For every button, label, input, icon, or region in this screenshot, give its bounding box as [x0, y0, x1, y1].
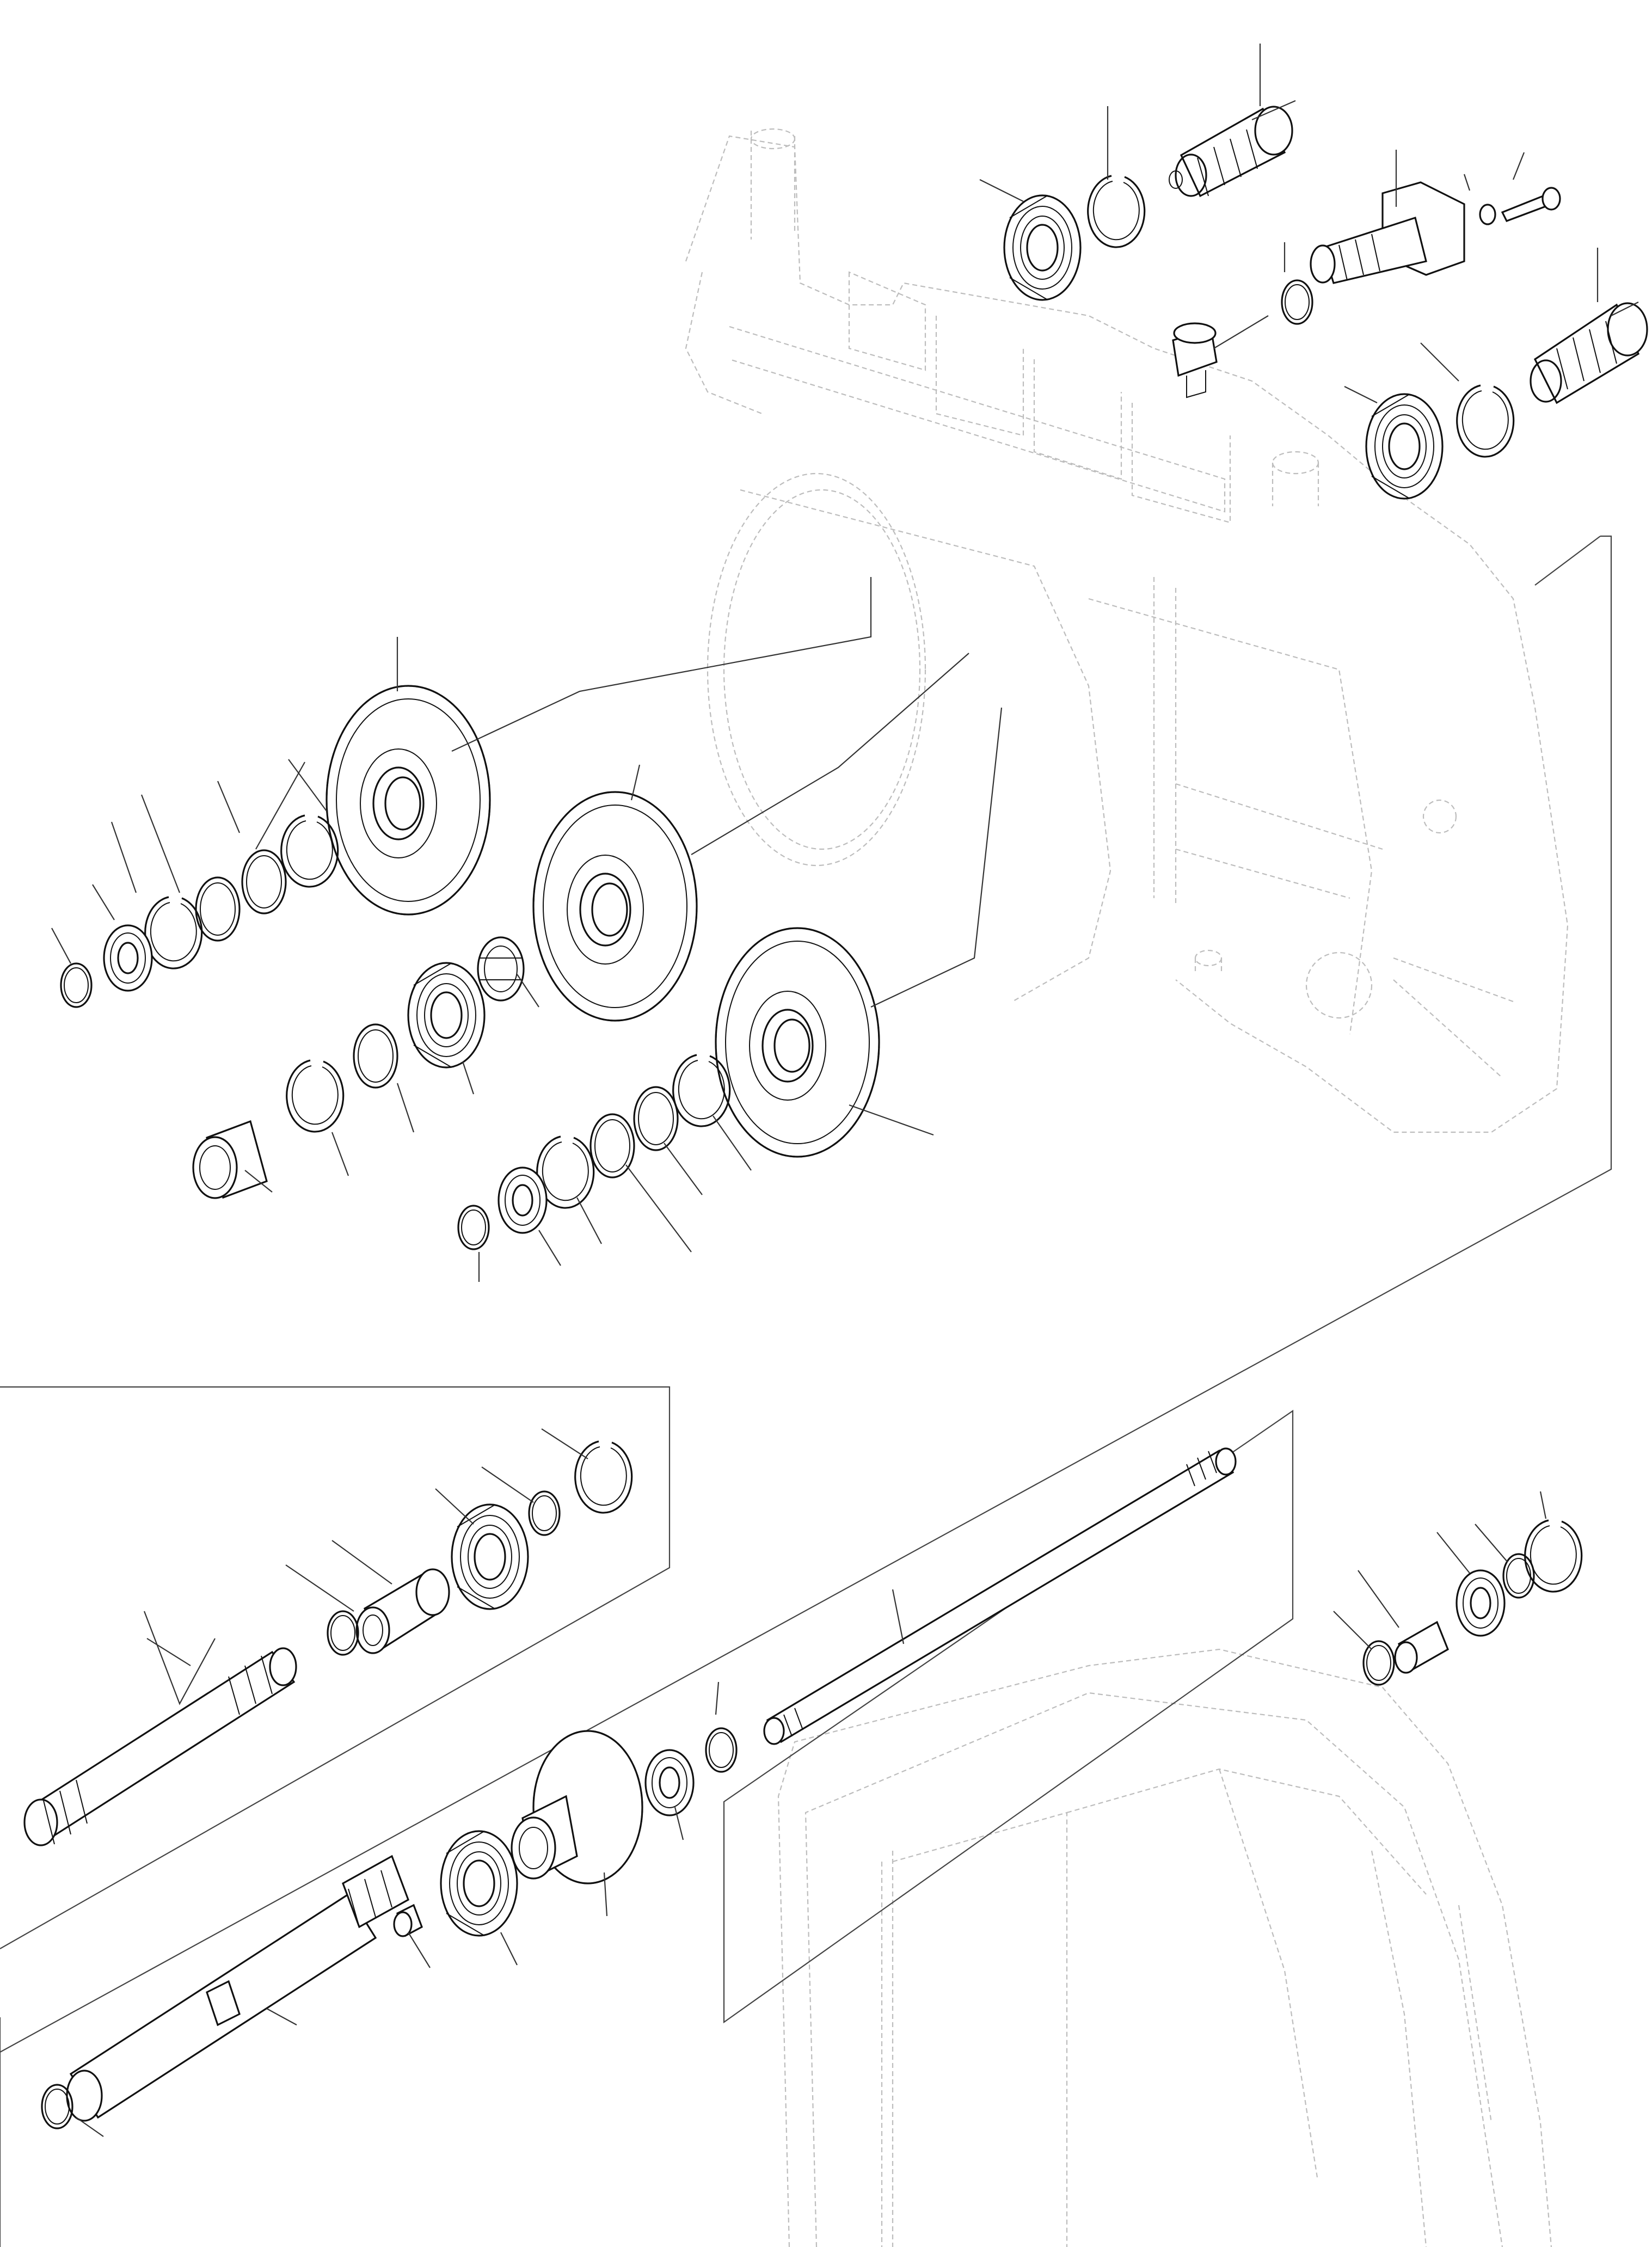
- snap-ring-middle: [286, 1059, 345, 1133]
- snap-ring-1: [144, 896, 203, 969]
- bearing-lower: [1365, 393, 1444, 500]
- breather-fitting: [1172, 322, 1218, 398]
- circlip-input: [528, 1490, 561, 1536]
- leader-lines: [51, 44, 1639, 2137]
- small-splined-hub: [1394, 1620, 1450, 1674]
- flanged-stub-shaft: [1310, 181, 1465, 284]
- circlip-lower: [457, 1205, 490, 1250]
- gear-cluster: [60, 685, 880, 1250]
- right-small-assembly: [1362, 1519, 1583, 1686]
- thrust-ring-1: [241, 849, 287, 914]
- idler-gear-upper: [326, 685, 491, 916]
- splined-input-shaft: [23, 1647, 297, 1846]
- bearing-large-middle: [407, 962, 486, 1069]
- main-output-shaft: [66, 1855, 409, 2122]
- lower-housing-ghost: [777, 1648, 1552, 2247]
- circlip-right: [1362, 1640, 1395, 1686]
- idler-gear-lower: [715, 927, 880, 1158]
- bearing-small-lower: [498, 1167, 548, 1234]
- o-ring-upper: [1281, 279, 1313, 325]
- circlip-hub: [327, 1610, 359, 1656]
- retaining-ring-upper: [1087, 175, 1146, 248]
- splined-hub: [355, 1568, 450, 1654]
- long-shaft-assembly: [763, 1447, 1237, 1745]
- shim-ring-middle: [353, 1023, 398, 1089]
- main-shaft-assembly: [41, 1727, 738, 2129]
- idler-gear-large: [532, 791, 698, 1022]
- bearing-upper: [1003, 194, 1082, 301]
- thrust-ring-3: [633, 1086, 679, 1151]
- upper-shaft-frame: [0, 535, 1612, 2247]
- bearing-main-large: [440, 1830, 518, 1937]
- washer-and-bolt: [1479, 187, 1561, 225]
- snap-ring-gear-upper: [280, 814, 339, 888]
- bushing-sleeve: [192, 1120, 268, 1199]
- input-shaft-assembly: [23, 1440, 633, 1846]
- bearing-small-upper: [103, 924, 153, 992]
- bearing-right: [1456, 1569, 1506, 1637]
- snap-ring-gear-lower: [672, 1054, 731, 1127]
- splined-coupler-upper: [1169, 106, 1293, 198]
- upper-housing-ghost: [685, 128, 1569, 1133]
- bearing-main-small: [644, 1749, 695, 1816]
- castle-nut: [477, 936, 525, 1002]
- drive-gear-splined: [511, 1730, 643, 1884]
- retaining-ring-lower: [1456, 384, 1515, 458]
- circlip-main: [705, 1727, 738, 1773]
- splined-coupler-lower: [1530, 302, 1648, 404]
- small-spacer: [393, 1904, 423, 1937]
- top-right-assembly: [1003, 106, 1648, 500]
- circlip-upper: [60, 962, 93, 1008]
- snap-ring-right: [1524, 1519, 1583, 1593]
- bearing-input: [451, 1503, 529, 1610]
- snap-ring-input: [574, 1440, 633, 1514]
